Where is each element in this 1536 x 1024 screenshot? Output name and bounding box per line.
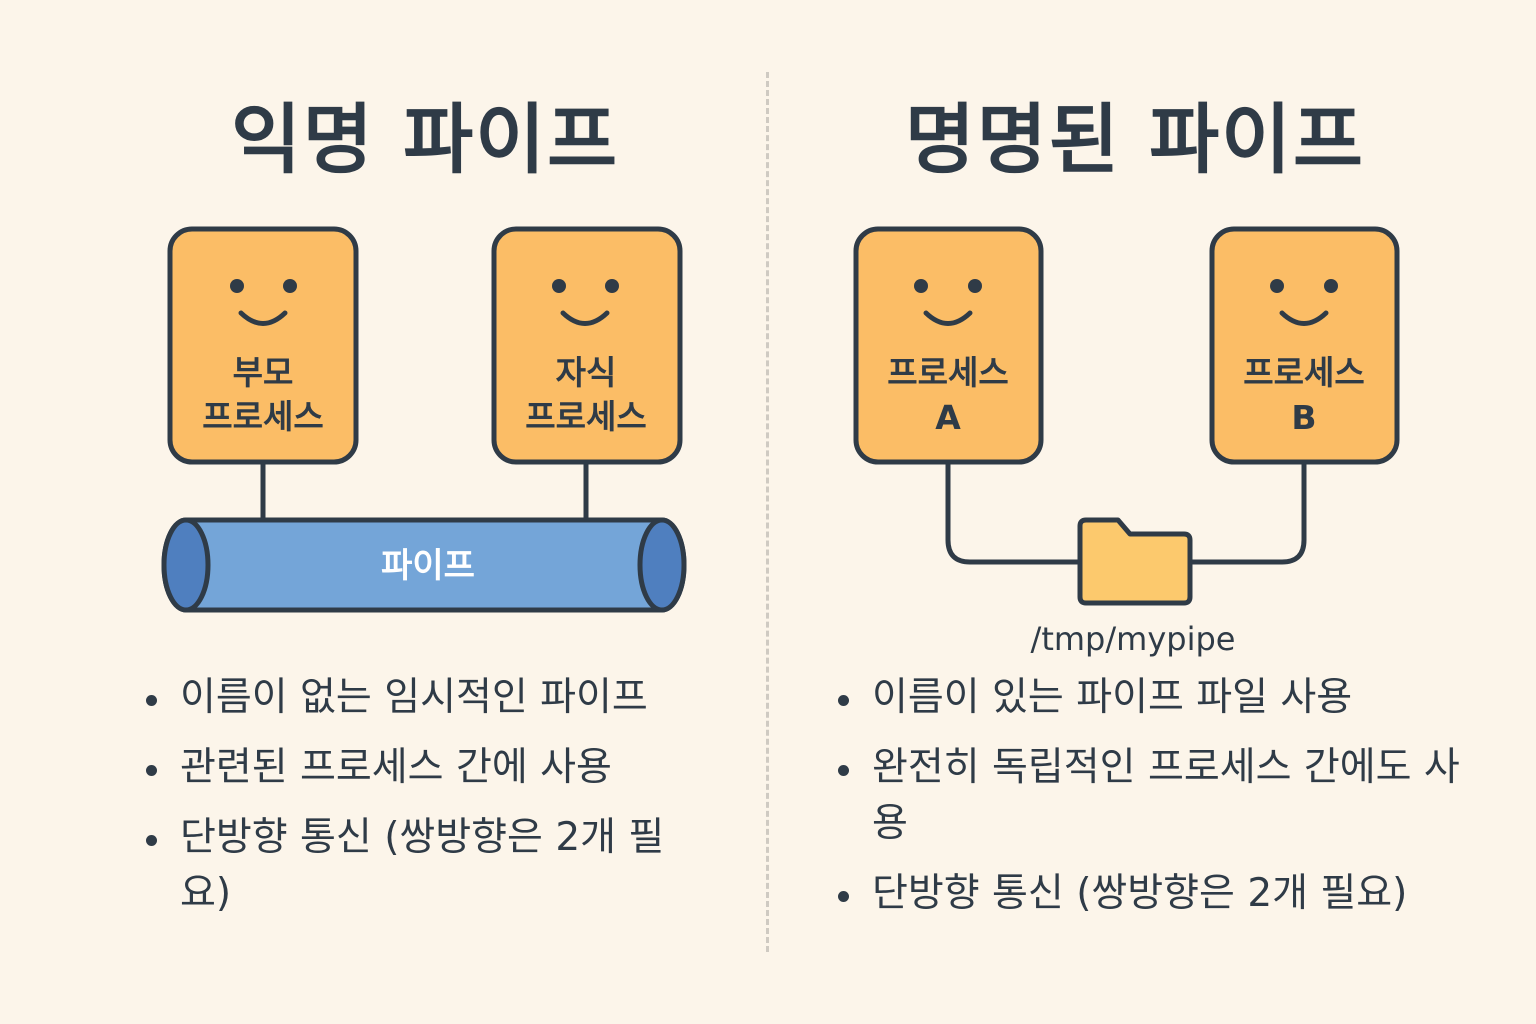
list-item: 단방향 통신 (쌍방향은 2개 필요): [144, 810, 704, 922]
smiley-face-icon: [914, 279, 982, 326]
pipe-right-end: [637, 517, 687, 613]
anonymous-pipe-bullets: 이름이 없는 임시적인 파이프 관련된 프로세스 간에 사용 단방향 통신 (쌍…: [144, 670, 704, 936]
child-label-line2: 프로세스: [525, 397, 646, 436]
process-a-box: 프로세스 A: [853, 226, 1044, 465]
process-b-label-line1: 프로세스: [1243, 353, 1364, 392]
process-b-label-line2: B: [1291, 398, 1316, 437]
smiley-face-icon: [1270, 279, 1338, 326]
named-pipe-file-path: /tmp/mypipe: [1031, 620, 1236, 658]
anonymous-pipe-title: 익명 파이프: [230, 95, 620, 184]
smiley-face-icon: [230, 279, 297, 326]
list-item: 단방향 통신 (쌍방향은 2개 필요): [836, 866, 1476, 922]
list-item: 이름이 없는 임시적인 파이프: [144, 670, 704, 726]
section-divider: [766, 72, 769, 952]
list-item: 이름이 있는 파이프 파일 사용: [836, 670, 1476, 726]
child-process-box: 자식 프로세스: [491, 226, 683, 465]
parent-label-line2: 프로세스: [202, 397, 323, 436]
named-pipe-diagram: 프로세스 A 프로세스 B /tmp/mypipe: [853, 226, 1400, 658]
pipe-cylinder: 파이프: [161, 517, 687, 613]
folder-icon: [1077, 517, 1193, 606]
pipe-left-end: [161, 517, 211, 613]
process-a-label-line1: 프로세스: [887, 353, 1008, 392]
pipe-label: 파이프: [381, 546, 475, 586]
list-item: 완전히 독립적인 프로세스 간에도 사용: [836, 740, 1476, 852]
smiley-face-icon: [552, 279, 619, 326]
process-a-label-line2: A: [935, 398, 961, 437]
process-a-connector: [945, 460, 1082, 565]
list-item: 관련된 프로세스 간에 사용: [144, 740, 704, 796]
parent-label-line1: 부모: [233, 353, 294, 392]
process-b-box: 프로세스 B: [1209, 226, 1400, 465]
child-label-line1: 자식: [556, 353, 617, 392]
named-pipe-bullets: 이름이 있는 파이프 파일 사용 완전히 독립적인 프로세스 간에도 사용 단방…: [836, 670, 1476, 936]
anonymous-pipe-diagram: 부모 프로세스 자식 프로세스 파이프: [161, 226, 687, 613]
named-pipe-title: 명명된 파이프: [905, 95, 1365, 184]
process-b-connector: [1188, 460, 1307, 565]
parent-process-box: 부모 프로세스: [167, 226, 359, 465]
